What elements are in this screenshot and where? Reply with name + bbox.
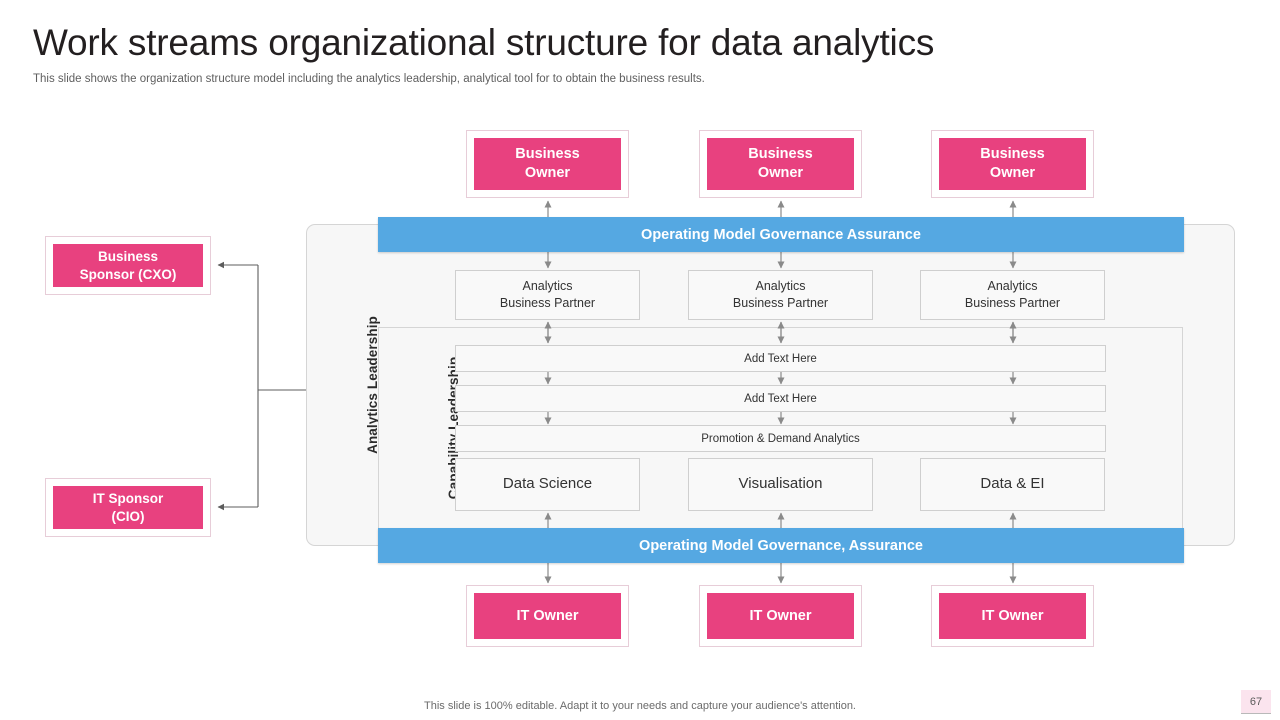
it-owner-label: IT Owner <box>939 593 1086 639</box>
capability-row[interactable]: Promotion & Demand Analytics <box>455 425 1106 452</box>
it-owner-box[interactable]: IT Owner <box>466 585 629 647</box>
governance-bar-top[interactable]: Operating Model Governance Assurance <box>378 217 1184 252</box>
capability-row[interactable]: Add Text Here <box>455 385 1106 412</box>
governance-bar-bottom[interactable]: Operating Model Governance, Assurance <box>378 528 1184 563</box>
capability-box-visualisation[interactable]: Visualisation <box>688 458 873 511</box>
capability-box-data-ei[interactable]: Data & EI <box>920 458 1105 511</box>
it-owner-box[interactable]: IT Owner <box>931 585 1094 647</box>
capability-row[interactable]: Add Text Here <box>455 345 1106 372</box>
it-owner-label: IT Owner <box>707 593 854 639</box>
it-owner-box[interactable]: IT Owner <box>699 585 862 647</box>
it-sponsor-box[interactable]: IT Sponsor(CIO) <box>45 478 211 537</box>
page-subtitle: This slide shows the organization struct… <box>33 73 705 85</box>
it-sponsor-label: IT Sponsor(CIO) <box>53 486 203 529</box>
it-owner-label: IT Owner <box>474 593 621 639</box>
footer-note: This slide is 100% editable. Adapt it to… <box>424 700 856 712</box>
page-title: Work streams organizational structure fo… <box>33 22 935 63</box>
capability-box-data-science[interactable]: Data Science <box>455 458 640 511</box>
page-number-badge: 67 <box>1241 690 1271 714</box>
